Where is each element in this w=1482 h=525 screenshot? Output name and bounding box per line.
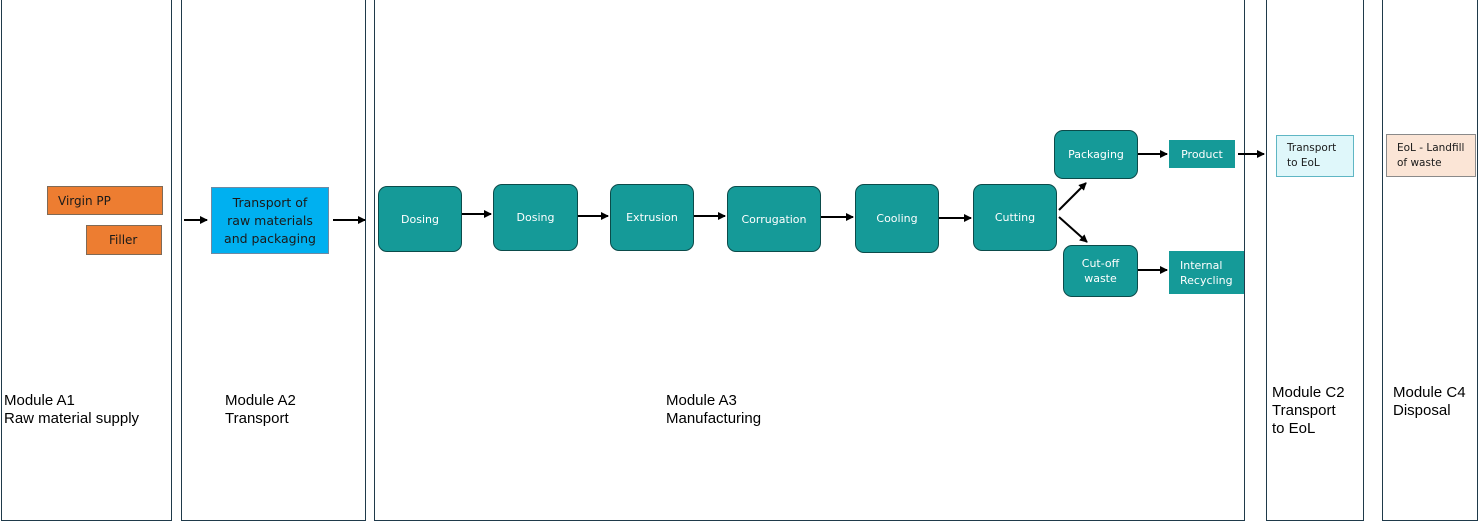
module-a1-label: Module A1 Raw material supply <box>4 392 139 428</box>
extrusion-box: Extrusion <box>610 184 694 251</box>
cut-off-waste-box: Cut-off waste <box>1063 245 1138 297</box>
module-a1-subtitle: Raw material supply <box>4 410 140 427</box>
module-a2-panel <box>181 0 366 521</box>
module-a3-title: Module A3 <box>666 392 737 409</box>
dosing-1-box: Dosing <box>378 186 462 252</box>
module-a3-subtitle: Manufacturing <box>666 410 762 427</box>
module-c2-label: Module C2 Transport to EoL <box>1272 384 1345 438</box>
product-label: Product <box>1181 147 1223 161</box>
module-c2-subtitle: Transport <box>1272 402 1336 419</box>
module-c4-title: Module C4 <box>1393 384 1466 401</box>
virgin-pp-label: Virgin PP <box>58 193 111 208</box>
corrugation-label: Corrugation <box>741 212 807 226</box>
module-a2-title: Module A2 <box>225 392 296 409</box>
module-c4-panel <box>1382 0 1478 521</box>
corrugation-box: Corrugation <box>727 186 821 252</box>
dosing-2-label: Dosing <box>516 211 555 224</box>
packaging-box: Packaging <box>1054 130 1138 179</box>
packaging-label: Packaging <box>1068 148 1124 161</box>
module-c2-title: Module C2 <box>1272 384 1345 401</box>
cutting-label: Cutting <box>994 211 1036 224</box>
cooling-label: Cooling <box>876 212 918 225</box>
module-a1-title: Module A1 <box>4 392 75 409</box>
arrow-cutting-to-packaging <box>1058 182 1087 211</box>
module-c2-subtitle-2: to EoL <box>1272 420 1316 437</box>
transport-raw-materials-label: Transport of raw materials and packaging <box>224 194 316 246</box>
cut-off-waste-label: Cut-off waste <box>1081 257 1120 285</box>
internal-recycling-label: Internal Recycling <box>1180 258 1233 287</box>
internal-recycling-box: Internal Recycling <box>1169 251 1244 294</box>
eol-landfill-label: EoL - Landfill of waste <box>1397 141 1465 169</box>
module-a2-label: Module A2 Transport <box>225 392 296 428</box>
module-a2-subtitle: Transport <box>225 410 289 427</box>
transport-eol-label: Transport to EoL <box>1287 142 1337 169</box>
module-a1-panel <box>1 0 172 521</box>
cutting-box: Cutting <box>973 184 1057 251</box>
cooling-box: Cooling <box>855 184 939 253</box>
filler-box: Filler <box>86 225 162 255</box>
filler-label: Filler <box>109 233 138 247</box>
eol-landfill-box: EoL - Landfill of waste <box>1386 134 1476 177</box>
virgin-pp-box: Virgin PP <box>47 186 163 215</box>
dosing-2-box: Dosing <box>493 184 578 251</box>
module-c2-panel <box>1266 0 1364 521</box>
module-a3-label: Module A3 Manufacturing <box>666 392 761 428</box>
product-box: Product <box>1169 140 1235 168</box>
module-c4-label: Module C4 Disposal <box>1393 384 1466 420</box>
module-c4-subtitle: Disposal <box>1393 402 1451 419</box>
transport-raw-materials-box: Transport of raw materials and packaging <box>211 187 329 254</box>
dosing-1-label: Dosing <box>401 212 439 226</box>
transport-eol-box: Transport to EoL <box>1276 135 1354 177</box>
extrusion-label: Extrusion <box>626 211 678 224</box>
arrow-cutting-to-cutoff <box>1058 216 1088 243</box>
